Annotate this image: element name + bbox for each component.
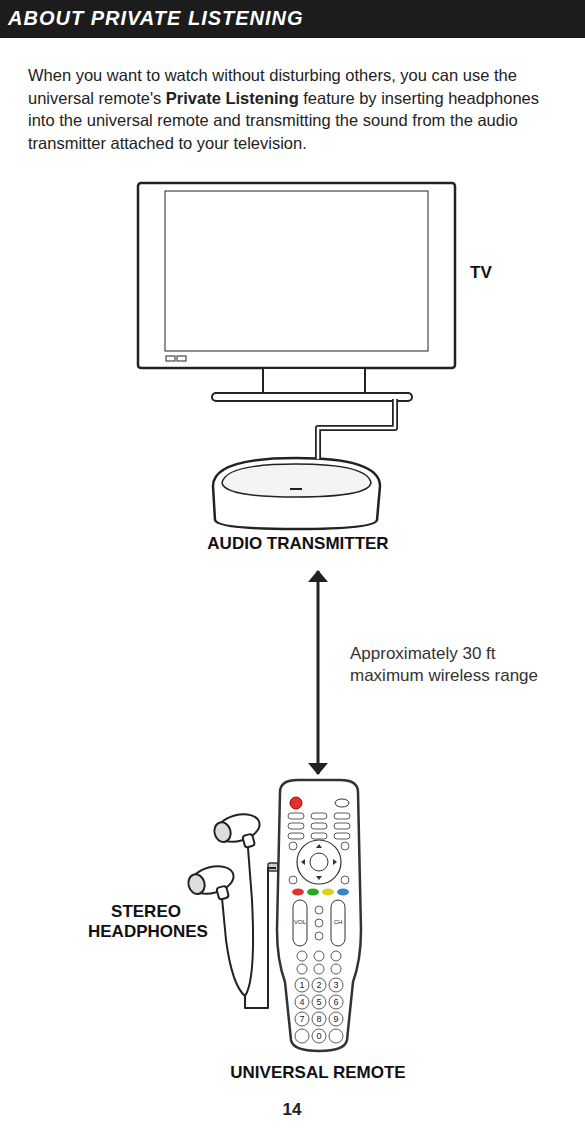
remote-button [288, 813, 304, 819]
button-label: 4 [299, 997, 304, 1007]
remote-button [334, 833, 350, 839]
feature-name: Private Listening [166, 89, 299, 107]
number-button [329, 978, 343, 992]
page-title: ABOUT PRIVATE LISTENING [8, 7, 304, 30]
number-button [312, 978, 326, 992]
part-name: AUDIO TRANSMITTER [198, 534, 398, 554]
universal-remote: UNIVERSAL REMOTE [276, 780, 360, 1052]
audio-transmitter: AUDIO TRANSMITTER [198, 455, 398, 565]
part-name: TV [470, 263, 510, 283]
part-name: UNIVERSAL REMOTE [206, 1063, 430, 1083]
button-label: CH [334, 919, 343, 925]
button-label: 1 [299, 980, 304, 990]
cable [245, 868, 276, 1008]
range-note: Approximately 30 ft maximum wireless ran… [350, 644, 538, 685]
button-label: 6 [333, 997, 338, 1007]
remote-button [334, 823, 350, 829]
connector-line [317, 571, 320, 774]
headphones: STEREO HEADPHONES [88, 810, 264, 998]
button-label: 8 [316, 1014, 321, 1024]
button-label: 3 [333, 980, 338, 990]
number-button [329, 1029, 343, 1043]
header-bar [0, 0, 585, 38]
remote-button [288, 833, 304, 839]
part-name: STEREO HEADPHONES [88, 902, 204, 942]
number-button [312, 995, 326, 1009]
button-label: 9 [333, 1014, 338, 1024]
remote-drawing [268, 780, 361, 1051]
remote-button [311, 813, 327, 819]
intro-paragraph: When you want to watch without disturbin… [28, 64, 563, 154]
button-label: 5 [316, 997, 321, 1007]
button-label: 7 [299, 1014, 304, 1024]
remote-button [334, 813, 350, 819]
tv-drawing [138, 183, 455, 401]
cable-core [318, 399, 395, 459]
transmitter-drawing [213, 458, 380, 529]
button-label: 2 [316, 980, 321, 990]
cable [318, 399, 395, 459]
wireless-range-arrow [318, 571, 319, 774]
tv: TV [138, 183, 455, 401]
headphones-drawing [185, 810, 264, 996]
number-button [312, 1012, 326, 1026]
number-button [295, 1012, 309, 1026]
remote-button [311, 823, 327, 829]
number-button [295, 1029, 309, 1043]
remote-button [288, 823, 304, 829]
number-button [295, 995, 309, 1009]
number-button [295, 978, 309, 992]
connector-line [318, 399, 395, 459]
remote-button [311, 833, 327, 839]
number-button [312, 1029, 326, 1043]
button-label: 0 [316, 1031, 321, 1041]
connector-line [245, 868, 276, 1008]
number-button [329, 995, 343, 1009]
button-label: VOL [294, 919, 306, 925]
number-button [329, 1012, 343, 1026]
page-number: 14 [283, 1100, 302, 1119]
